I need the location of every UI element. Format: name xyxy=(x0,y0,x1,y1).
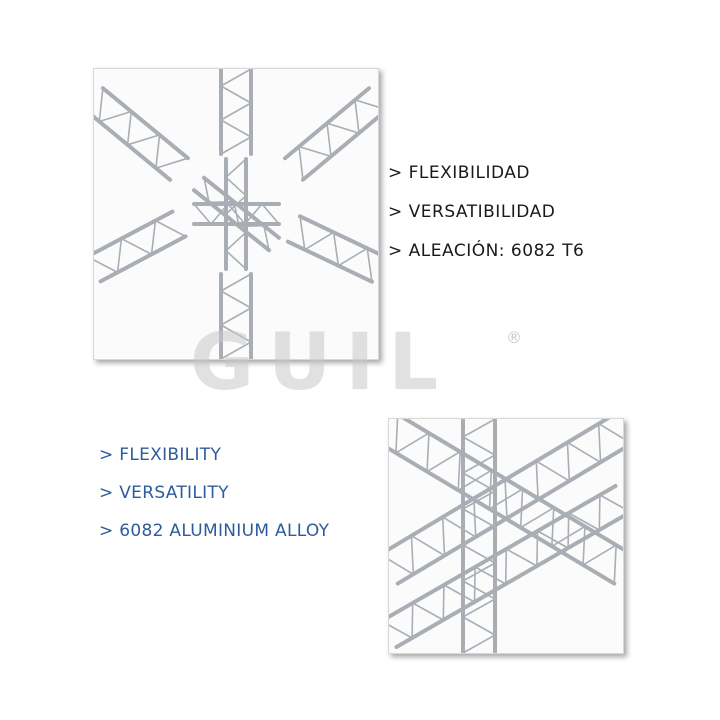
registered-mark: ® xyxy=(506,328,522,347)
feature-alloy: > 6082 ALUMINIUM ALLOY xyxy=(99,521,330,541)
feature-aleacion: > ALEACIÓN: 6082 T6 xyxy=(388,241,585,261)
truss-lower-left xyxy=(94,209,188,284)
truss-exploded-image xyxy=(93,68,379,360)
truss-bottom xyxy=(219,272,253,359)
truss-lower-diagonal xyxy=(389,484,623,649)
truss-top xyxy=(219,69,253,156)
guil-watermark-logo: GUIL xyxy=(190,318,453,408)
feature-flexibility: > FLEXIBILITY xyxy=(99,445,222,465)
spanish-feature-list: > FLEXIBILIDAD > VERSATIBILIDAD > ALEACI… xyxy=(388,163,584,280)
truss-upper-left xyxy=(94,86,190,182)
truss-diagonal-up xyxy=(389,419,623,586)
feature-flexibilidad: > FLEXIBILIDAD xyxy=(388,163,530,183)
truss-exploded-drawing xyxy=(94,69,378,359)
feature-versatility: > VERSATILITY xyxy=(99,483,229,503)
truss-assembled-drawing xyxy=(389,419,623,653)
english-feature-list: > FLEXIBILITY > VERSATILITY > 6082 ALUMI… xyxy=(99,445,329,559)
truss-upper-right xyxy=(283,86,378,182)
connector-diagonal xyxy=(192,175,281,253)
truss-lower-right xyxy=(285,214,378,284)
truss-assembled-image xyxy=(388,418,624,654)
feature-versatibilidad: > VERSATIBILIDAD xyxy=(388,202,556,222)
